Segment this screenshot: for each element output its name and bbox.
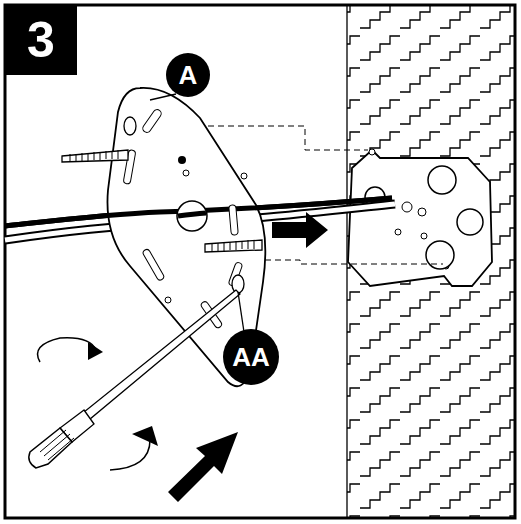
illustration-part [84,290,240,419]
wall [347,6,515,518]
illustration-part [348,150,492,286]
illustration-part [212,240,254,252]
illustration-part [40,430,74,460]
illustration-part [183,170,189,176]
illustration-part [418,208,426,216]
mounting-plate [5,88,392,386]
illustration-part [205,240,262,252]
junction-box [348,149,492,286]
illustration-part [70,150,118,162]
illustration-part [428,166,456,194]
leader-line [238,292,244,332]
illustration-part [241,173,247,179]
illustration-part [124,117,136,135]
illustration-part [178,156,186,164]
callout-letter: AA [232,344,270,370]
step-number: 3 [27,15,55,65]
illustration-part [178,213,206,216]
rotation-arrow-head [88,342,103,360]
callout-letter: AA [222,328,280,386]
illustration-part [177,201,207,231]
alignment-line [245,260,443,264]
black-circle [223,329,279,385]
illustration-part [229,205,239,235]
rotation-arrow [38,338,97,362]
leader-line [150,94,176,100]
black-circle [166,53,210,97]
illustration-part [402,202,412,212]
illustration-part [142,248,165,281]
black-box [5,5,77,75]
callout-letter: A [179,62,198,88]
illustration-part [426,241,454,269]
screwdriver [29,290,240,468]
illustration-part [421,233,427,239]
screw [205,240,262,293]
direction-arrow [272,212,328,248]
illustration-part [232,275,244,293]
screw [62,117,136,162]
step-number: 3 [5,5,77,75]
rotation-arrow [110,440,150,470]
illustration-part [457,209,483,235]
direction-arrow [168,432,238,502]
callout-letter: A [165,52,211,98]
illustration-part [369,149,375,155]
illustration-part [62,150,128,162]
rotation-arrow-head [132,426,158,446]
illustration-part [347,6,515,518]
illustration-part [29,428,72,468]
illustration-part [141,108,162,134]
illustration-part [395,229,401,235]
frame-border [5,5,515,518]
illustration-part [165,297,171,303]
